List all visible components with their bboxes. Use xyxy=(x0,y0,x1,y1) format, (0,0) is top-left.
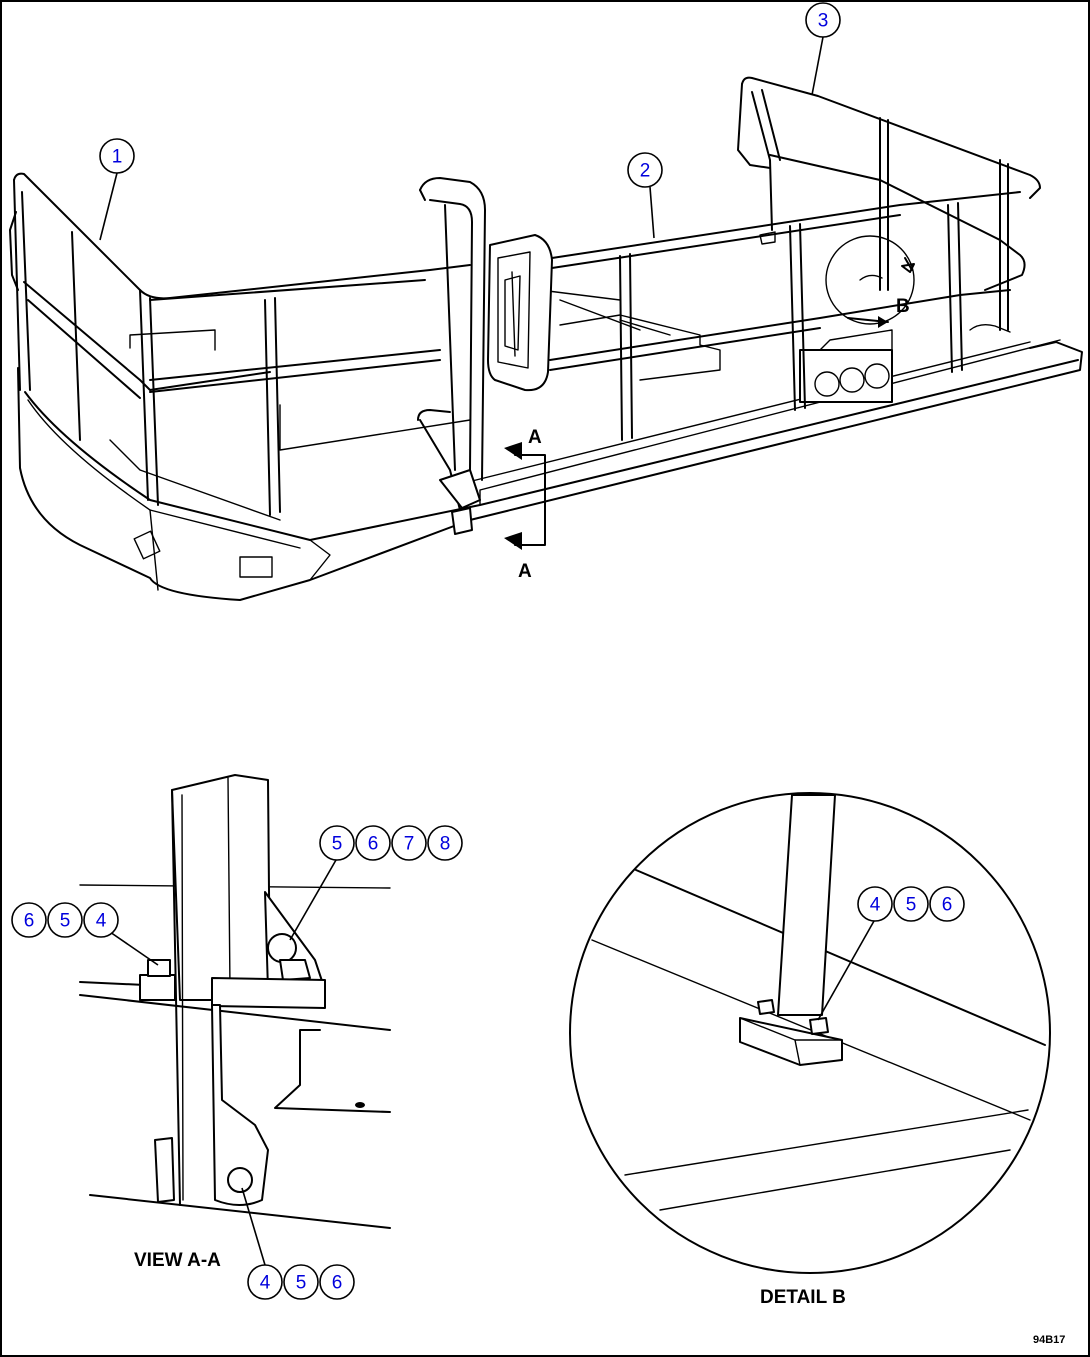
view-aa-label: VIEW A-A xyxy=(134,1250,221,1271)
callout-detail-b-1: 4 xyxy=(870,895,881,916)
section-mark-b: B xyxy=(896,296,910,317)
detail-b-callouts: 4 5 6 xyxy=(817,886,965,1021)
section-mark-a-lower: A xyxy=(518,561,532,582)
callout-3-number: 3 xyxy=(818,11,829,32)
callout-aa-top-1: 5 xyxy=(332,834,343,855)
callout-aa-left-1: 6 xyxy=(24,911,35,932)
callout-aa-bottom-2: 5 xyxy=(296,1273,307,1294)
view-aa-callouts-left: 6 5 4 xyxy=(11,902,159,966)
callout-aa-top-2: 6 xyxy=(368,834,379,855)
callout-1-number: 1 xyxy=(112,147,123,168)
view-aa-callouts-top: 5 6 7 8 xyxy=(289,825,463,941)
callout-aa-bottom-3: 6 xyxy=(332,1273,343,1294)
callout-3: 3 xyxy=(805,2,841,96)
callout-aa-top-4: 8 xyxy=(440,834,451,855)
callout-detail-b-3: 6 xyxy=(942,895,953,916)
detail-b-label: DETAIL B xyxy=(760,1287,846,1308)
view-aa-drawing xyxy=(79,774,391,1229)
callout-aa-top-3: 7 xyxy=(404,834,415,855)
callout-1: 1 xyxy=(99,138,135,241)
figure-code: 94B17 xyxy=(1033,1334,1065,1346)
callout-2: 2 xyxy=(627,152,663,239)
main-platform-view xyxy=(9,76,1083,601)
callout-detail-b-2: 5 xyxy=(906,895,917,916)
callout-2-number: 2 xyxy=(640,161,651,182)
section-mark-a-upper: A xyxy=(528,427,542,448)
callout-aa-left-2: 5 xyxy=(60,911,71,932)
detail-b-drawing xyxy=(569,792,1051,1274)
view-aa-callouts-bottom: 4 5 6 xyxy=(241,1187,355,1300)
callout-aa-left-3: 4 xyxy=(96,911,107,932)
callout-aa-bottom-1: 4 xyxy=(260,1273,271,1294)
